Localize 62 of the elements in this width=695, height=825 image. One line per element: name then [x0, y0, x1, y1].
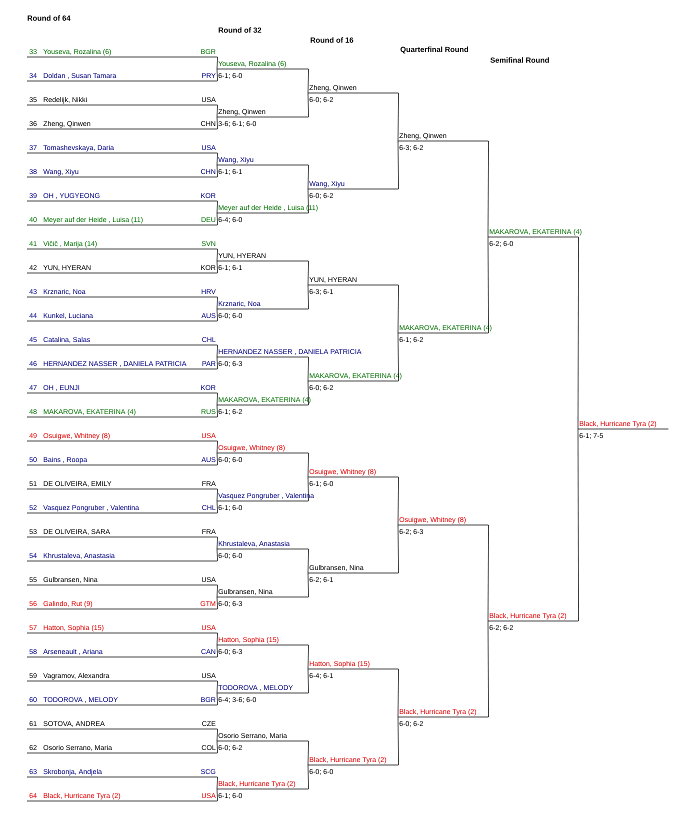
bracket-line [308, 572, 309, 598]
bracket-line [216, 548, 218, 562]
bracket-line [216, 500, 218, 514]
bracket-line [308, 452, 309, 478]
bracket-line [216, 212, 218, 226]
bracket-line [216, 404, 218, 418]
bracket-line [308, 644, 309, 670]
bracket-line [216, 356, 218, 370]
bracket-line [398, 476, 399, 526]
bracket-line [488, 236, 489, 334]
bracket-line [308, 764, 309, 790]
bracket-line [216, 68, 218, 82]
bracket-line [216, 260, 218, 274]
bracket-line [398, 284, 399, 334]
bracket-line [308, 92, 309, 118]
bracket-line [216, 740, 218, 754]
bracket-line [216, 488, 218, 502]
bracket-line [308, 380, 309, 406]
bracket-line [216, 116, 218, 130]
bracket-line [308, 284, 309, 310]
bracket-line [398, 92, 399, 142]
bracket-line [398, 140, 399, 190]
bracket-line [308, 356, 309, 382]
bracket-line [216, 392, 218, 406]
bracket-line [216, 644, 218, 658]
bracket-line [216, 584, 218, 598]
bracket-line [216, 344, 218, 358]
bracket-line [398, 716, 399, 766]
bracket-line [216, 440, 218, 454]
bracket-line [578, 428, 579, 622]
bracket-line [308, 740, 309, 766]
bracket-line [398, 668, 399, 718]
bracket-line [216, 56, 218, 70]
bracket-line [488, 140, 489, 238]
bracket-line [216, 164, 218, 178]
bracket-line [308, 668, 309, 694]
bracket-line [308, 68, 309, 94]
bracket-line [216, 104, 218, 118]
bracket-line [216, 788, 218, 802]
bracket-line [216, 200, 218, 214]
bracket-line [216, 632, 218, 646]
bracket-line [216, 308, 218, 322]
bracket-line [308, 164, 309, 190]
bracket-line [216, 296, 218, 310]
bracket-line [398, 524, 399, 574]
bracket-line [308, 476, 309, 502]
bracket-line [216, 692, 218, 706]
bracket-line [488, 524, 489, 622]
bracket-line [578, 236, 579, 430]
bracket-line [216, 152, 218, 166]
bracket-line [308, 260, 309, 286]
bracket-line [216, 596, 218, 610]
bracket-line [216, 536, 218, 550]
bracket-line [216, 728, 218, 742]
bracket-line [216, 452, 218, 466]
bracket-line [216, 680, 218, 694]
bracket-line [398, 332, 399, 382]
bracket-line [308, 188, 309, 214]
bracket-line [216, 248, 218, 262]
bracket-line [308, 548, 309, 574]
bracket-line [216, 776, 218, 790]
bracket-line [488, 620, 489, 718]
